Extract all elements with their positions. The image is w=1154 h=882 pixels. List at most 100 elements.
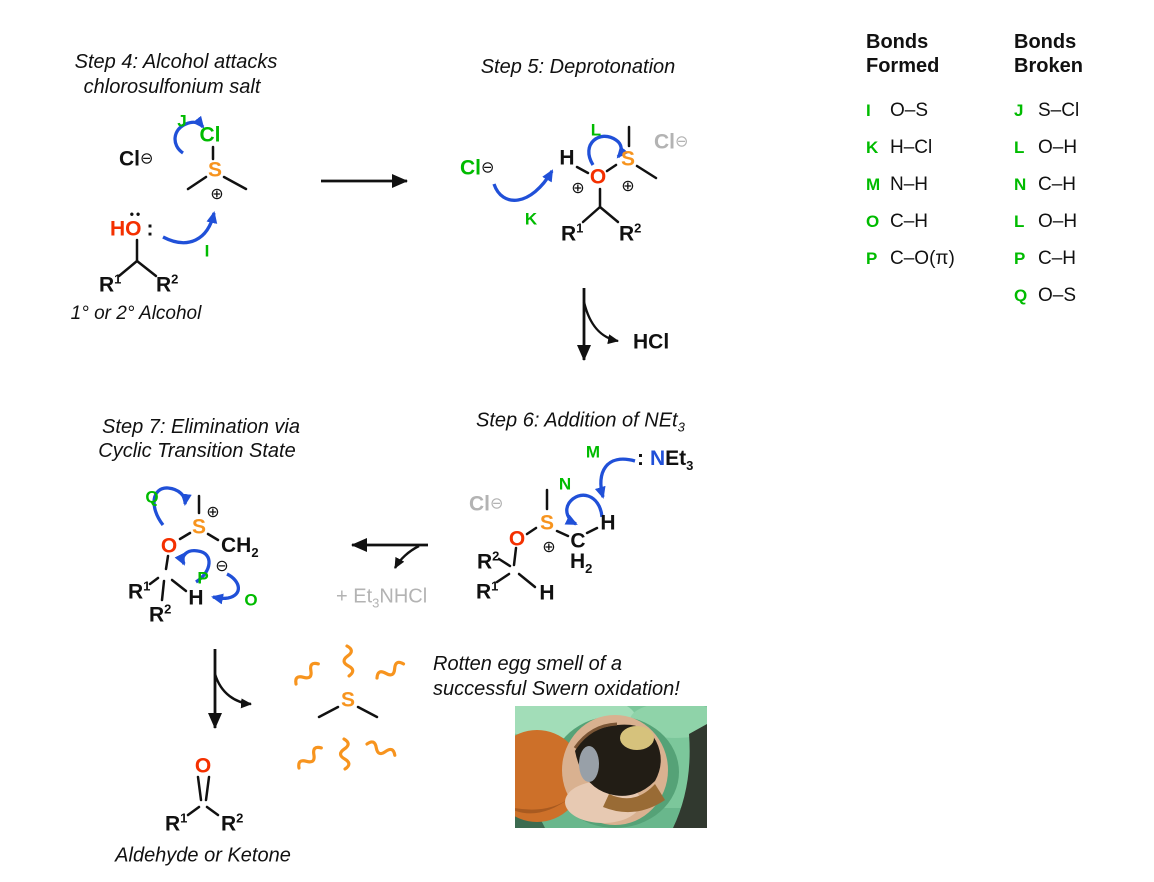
step5-r1-group: R1 [561,222,583,245]
step6-r1-group: R1 [476,580,498,603]
step7-bonds [148,494,220,602]
bonds-formed-row: O C–H [866,203,1006,240]
cl-text: Cl [460,156,481,180]
step7-title-line2: Cyclic Transition State [98,440,296,462]
minus-charge: ⊖ [481,157,495,177]
curved-arrow-i [162,211,218,245]
step4-bonds [117,145,248,278]
bonds-formed-row: M N–H [866,166,1006,203]
bond-key: M [866,174,881,194]
bond [205,805,220,817]
product-r2-group: R2 [221,812,243,835]
step7-title-line1: Step 7: Elimination via [102,416,300,438]
step4-o-lone-pair: •• [129,207,143,221]
bond [170,578,188,593]
bond [512,546,518,567]
curved-arrow-k [492,169,554,202]
bond-key: K [866,137,879,157]
dms-loss-arrow [213,673,252,709]
r2-sup: 2 [492,548,500,564]
bond-key: Q [1014,285,1028,305]
bond [317,705,340,719]
product-bonds [186,775,220,817]
bond-value: N–H [890,173,929,195]
shell-rim [573,722,618,749]
bond [525,526,538,536]
dms-bonds [317,705,379,719]
bond [585,526,599,535]
bond-value: C–H [890,210,929,232]
r-text: R [476,580,492,604]
step4-title-line2: chlorosulfonium salt [83,76,261,98]
hcl-loss-arrow [582,301,619,345]
step7-carbanion-minus-charge: ⊖ [215,556,229,575]
arrow-label-i: I [204,241,210,261]
ch2-sub: 2 [251,545,259,561]
smell-caption-line2: successful Swern oxidation! [433,678,680,700]
step4-hydroxyl-group: HO: [110,219,154,240]
step7-o-atom: O [160,534,178,558]
step6-title-sub: 3 [677,419,685,435]
curved-arrow-n [564,493,604,526]
bond [222,175,248,191]
r2-sup: 2 [171,271,179,287]
bonds-broken-header: Bonds Broken [1014,31,1083,77]
bond-key: L [1014,211,1025,231]
step7-s-plus-charge: ⊕ [206,502,220,521]
minus-charge: ⊖ [490,493,504,513]
o-atom: O [125,217,142,241]
cl-text: Cl [119,147,140,171]
squiggle [338,737,351,771]
step4-s-atom: S [207,158,223,182]
bond [517,572,537,589]
r-text: R [165,812,181,836]
curved-arrow-m [594,457,636,499]
r-text: R [128,580,144,604]
amine-salt-sub: 3 [372,595,380,611]
step5-r2-group: R2 [619,222,641,245]
step7-r2-group: R2 [149,603,171,626]
amine-salt-loss-arrow [393,544,420,569]
step6-c-atom: C [570,529,586,553]
bond [204,775,211,802]
step5-bonds [575,125,658,224]
bond-value: O–H [1038,210,1078,232]
bond-value: S–Cl [1038,99,1080,121]
step7-s-atom: S [191,515,207,539]
bond-key: O [866,211,880,231]
bond [581,205,602,224]
h-text: H [570,549,586,573]
whole-egg-shade [515,798,570,814]
squiggle [342,644,355,678]
step4-chloride-counterion: Cl⊖ [119,149,153,170]
step6-bonds [495,488,599,589]
step5-h-atom: H [559,146,575,170]
curved-arrow-o [211,572,241,605]
bonds-formed-header: Bonds Formed [866,31,940,77]
bond [356,705,379,719]
ch-text: CH [221,533,252,557]
step6-acidic-h-atom: H [600,511,616,535]
r1-sup: 1 [491,578,499,594]
amine-salt-suffix: NHCl [379,585,428,608]
rotten-egg-photo [515,706,707,828]
r-text: R [477,550,493,574]
bond-value: C–H [1038,247,1077,269]
et-text: Et [665,446,687,470]
bond [555,529,570,538]
step6-chloride-spectator: Cl⊖ [469,494,503,515]
bond [495,572,511,584]
product-o-atom: O [194,754,212,778]
product-caption: Aldehyde or Ketone [115,844,291,867]
h2-sub: 2 [585,561,593,577]
bond [206,532,220,542]
alcohol-caption: 1° or 2° Alcohol [70,303,202,324]
r2-sup: 2 [634,220,642,236]
minus-charge: ⊖ [140,148,154,168]
step6-title-text: Step 6: Addition of NEt [476,409,678,432]
r-text: R [99,273,115,297]
bond [497,557,512,568]
bond [598,205,620,224]
